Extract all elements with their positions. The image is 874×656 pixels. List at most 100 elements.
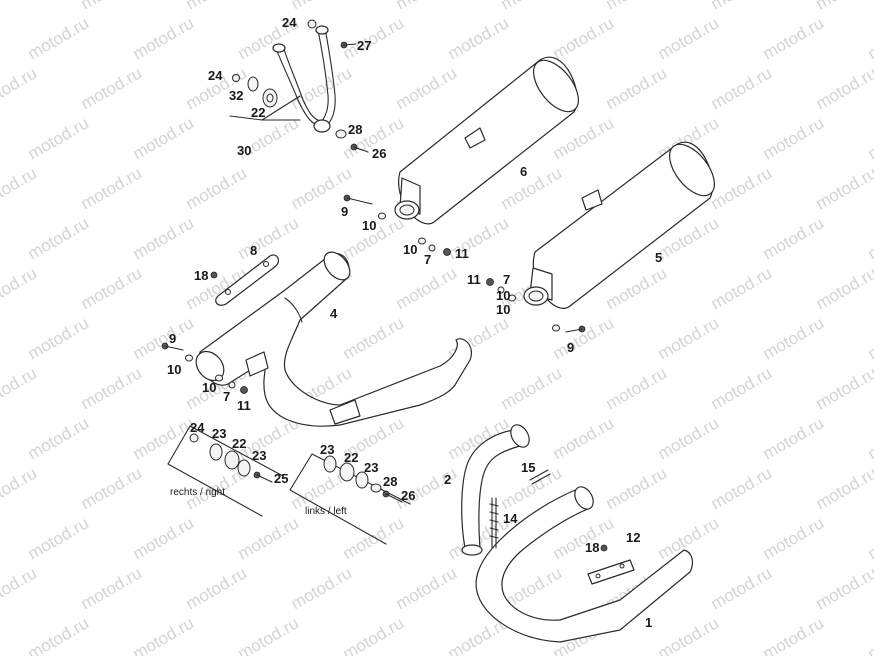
callout-15: 15 <box>521 460 535 475</box>
callout-26a: 26 <box>372 146 386 161</box>
watermark-text: motod.ru <box>865 613 874 656</box>
callout-10b: 10 <box>403 242 417 257</box>
callout-18a: 18 <box>194 268 208 283</box>
nut-11-left <box>240 386 248 394</box>
watermark-text: motod.ru <box>393 63 461 113</box>
watermark-text: motod.ru <box>340 13 408 63</box>
callout-11a: 11 <box>455 246 469 261</box>
watermark-text: motod.ru <box>708 63 776 113</box>
nut-11-upper <box>443 248 451 256</box>
callout-9b: 9 <box>567 340 574 355</box>
y-pipe-4 <box>195 251 472 427</box>
watermark-text: motod.ru <box>708 263 776 313</box>
watermark-text: motod.ru <box>603 463 671 513</box>
watermark-text: motod.ru <box>760 13 828 63</box>
mount-kit-right <box>167 425 284 517</box>
watermark-text: motod.ru <box>550 413 618 463</box>
spring-14 <box>489 497 499 549</box>
watermark-text: motod.ru <box>865 313 874 363</box>
callout-2: 2 <box>444 472 451 487</box>
callout-23a: 23 <box>212 426 226 441</box>
callout-24a: 24 <box>282 15 297 30</box>
header-pipe-1 <box>461 486 694 643</box>
lockwasher-7-left <box>228 381 236 389</box>
callout-10e: 10 <box>167 362 181 377</box>
caption-right: rechts / right <box>170 487 225 498</box>
callout-10f: 10 <box>202 380 216 395</box>
watermark-text: motod.ru <box>25 513 93 563</box>
watermark-text: motod.ru <box>78 263 146 313</box>
watermark-text: motod.ru <box>288 63 356 113</box>
watermark-text: motod.ru <box>130 513 198 563</box>
watermark-text: motod.ru <box>603 63 671 113</box>
watermark-text: motod.ru <box>760 113 828 163</box>
callout-27: 27 <box>357 38 371 53</box>
watermark-text: motod.ru <box>235 213 303 263</box>
bolt-9-right <box>565 325 586 333</box>
callout-5: 5 <box>655 250 662 265</box>
callout-23d: 23 <box>364 460 378 475</box>
washer-10-upper-a <box>378 212 386 220</box>
watermark-text: motod.ru <box>813 63 874 113</box>
washer-10-mid <box>508 294 516 302</box>
watermark-text: motod.ru <box>760 313 828 363</box>
watermark-text: motod.ru <box>235 613 303 656</box>
callout-32: 32 <box>229 88 243 103</box>
nut-11-mid <box>486 278 494 286</box>
bolt-18-left <box>210 271 218 279</box>
watermark-text: motod.ru <box>760 513 828 563</box>
lockwasher-7-upper <box>428 244 436 252</box>
callout-22c: 22 <box>344 450 358 465</box>
watermark-text: motod.ru <box>445 13 513 63</box>
callout-28a: 28 <box>348 122 362 137</box>
callout-10c: 10 <box>496 288 510 303</box>
grommet-22-top <box>262 88 278 108</box>
watermark-text: motod.ru <box>183 163 251 213</box>
watermark-text: motod.ru <box>865 13 874 63</box>
watermark-text: motod.ru <box>25 13 93 63</box>
watermark-text: motod.ru <box>130 113 198 163</box>
callout-18b: 18 <box>585 540 599 555</box>
watermark-text: motod.ru <box>655 413 723 463</box>
watermark-text: motod.ru <box>393 263 461 313</box>
watermark-text: motod.ru <box>0 0 40 13</box>
watermark-text: motod.ru <box>340 313 408 363</box>
watermark-text: motod.ru <box>78 63 146 113</box>
bolt-27 <box>340 41 357 49</box>
watermark-text: motod.ru <box>0 363 40 413</box>
watermark-text: motod.ru <box>0 263 40 313</box>
washer-32 <box>247 76 259 92</box>
bolt-18-right <box>600 544 608 552</box>
callout-22b: 22 <box>232 436 246 451</box>
watermark-text: motod.ru <box>760 413 828 463</box>
callout-25: 25 <box>274 471 288 486</box>
washer-10-left-b <box>215 374 223 382</box>
callout-11c: 11 <box>237 398 251 413</box>
watermark-text: motod.ru <box>130 413 198 463</box>
callout-4: 4 <box>330 306 338 321</box>
watermark-text: motod.ru <box>655 313 723 363</box>
watermark-text: motod.ru <box>498 363 566 413</box>
callout-7a: 7 <box>424 252 431 267</box>
lockwasher-7-mid <box>497 286 505 294</box>
watermark-text: motod.ru <box>78 563 146 613</box>
watermark-text: motod.ru <box>813 163 874 213</box>
watermark-text: motod.ru <box>708 563 776 613</box>
silencer-6 <box>394 56 579 225</box>
bolt-9-left <box>161 342 184 351</box>
watermark-text: motod.ru <box>813 263 874 313</box>
watermark-text: motod.ru <box>865 513 874 563</box>
watermark-text: motod.ru <box>183 0 251 13</box>
callout-9c: 9 <box>169 331 176 346</box>
watermark-text: motod.ru <box>498 163 566 213</box>
nut-24-left <box>232 74 240 82</box>
watermark-text: motod.ru <box>865 213 874 263</box>
callout-7b: 7 <box>503 272 510 287</box>
callout-6: 6 <box>520 164 527 179</box>
watermark-text: motod.ru <box>78 0 146 13</box>
watermark-text: motod.ru <box>288 563 356 613</box>
watermark-text: motod.ru <box>760 213 828 263</box>
callout-11b: 11 <box>467 272 481 287</box>
watermark-text: motod.ru <box>708 363 776 413</box>
